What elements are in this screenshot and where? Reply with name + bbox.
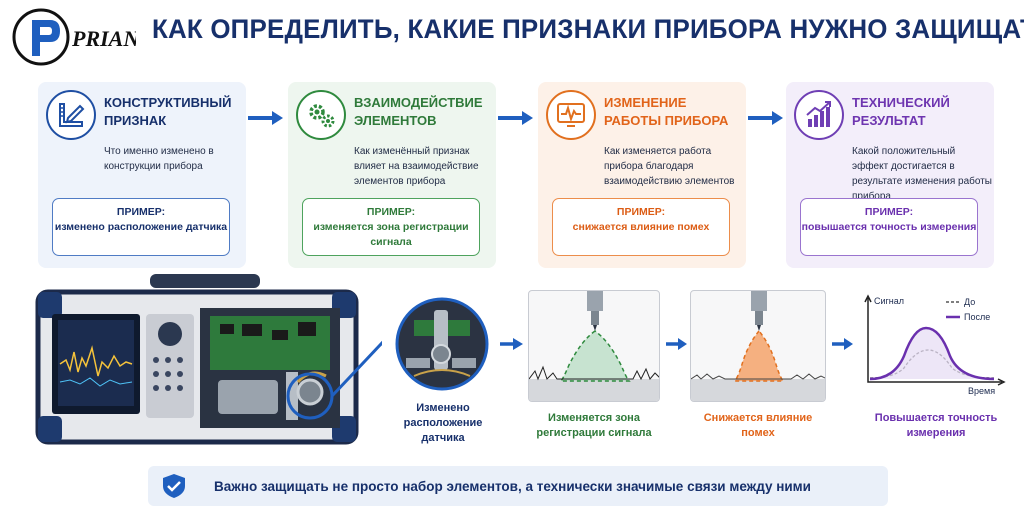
- example-label: ПРИМЕР:: [864, 206, 914, 218]
- example-label: ПРИМЕР:: [366, 206, 416, 218]
- example-label: ПРИМЕР:: [616, 206, 666, 218]
- arrow-right-icon: [748, 111, 783, 125]
- caption-accuracy: Повышается точность измерения: [874, 412, 998, 439]
- y-axis-label: Сигнал: [874, 296, 904, 306]
- ruler-pencil-icon: [46, 90, 96, 140]
- caption-sensor-position: Изменено расположение датчика: [403, 402, 483, 444]
- caption-signal-zone: Изменяется зона регистрации сигнала: [536, 412, 652, 439]
- shield-check-icon: [163, 474, 185, 498]
- step-card-operation-change: ИЗМЕНЕНИЕ РАБОТЫ ПРИБОРА Как изменяется …: [538, 82, 746, 268]
- growth-chart-icon: [794, 90, 844, 140]
- example-text: изменено расположение датчика: [54, 221, 228, 233]
- step-description: Как изменяется работа прибора благодаря …: [604, 146, 735, 187]
- example-text: повышается точность измерения: [801, 221, 977, 233]
- arrow-right-icon: [832, 338, 853, 350]
- example-label: ПРИМЕР:: [116, 206, 166, 218]
- step-description: Как изменённый признак влияет на взаимод…: [354, 146, 479, 187]
- footer-note: Важно защищать не просто набор элементов…: [148, 466, 888, 506]
- arrow-right-icon: [500, 338, 523, 350]
- example-text: снижается влияние помех: [572, 221, 710, 233]
- sensor-closeup-image: [395, 297, 489, 391]
- step-title: ТЕХНИЧЕСКИЙ РЕЗУЛЬТАТ: [852, 95, 950, 128]
- example-box: ПРИМЕР: повышается точность измерения: [800, 198, 978, 256]
- pulse-monitor-icon: [546, 90, 596, 140]
- arrow-right-icon: [248, 111, 283, 125]
- logo-text: PRIAN: [71, 26, 136, 51]
- logo: PRIAN: [10, 6, 140, 68]
- device-illustration: [35, 274, 382, 445]
- step-description: Какой положительный эффект достигается в…: [852, 146, 992, 202]
- signal-comparison-graph: Сигнал Время До После: [864, 294, 1006, 396]
- page-title: КАК ОПРЕДЕЛИТЬ, КАКИЕ ПРИЗНАКИ ПРИБОРА Н…: [152, 14, 1024, 44]
- example-text: изменяется зона регистрации сигнала: [313, 221, 469, 248]
- step-title: ИЗМЕНЕНИЕ РАБОТЫ ПРИБОРА: [604, 95, 729, 128]
- step-description: Что именно изменено в конструкции прибор…: [104, 146, 214, 172]
- arrow-right-icon: [666, 338, 687, 350]
- step-card-technical-result: ТЕХНИЧЕСКИЙ РЕЗУЛЬТАТ Какой положительны…: [786, 82, 994, 268]
- legend-before: До: [964, 297, 975, 307]
- gears-icon: [296, 90, 346, 140]
- x-axis-label: Время: [968, 386, 995, 396]
- caption-noise-reduction: Снижается влияние помех: [703, 412, 813, 439]
- step-card-interaction: ВЗАИМОДЕЙСТВИЕ ЭЛЕМЕНТОВ Как изменённый …: [288, 82, 496, 268]
- example-box: ПРИМЕР: изменяется зона регистрации сигн…: [302, 198, 480, 256]
- legend-after: После: [964, 312, 990, 322]
- arrow-right-icon: [498, 111, 533, 125]
- footer-text: Важно защищать не просто набор элементов…: [214, 478, 811, 494]
- example-box: ПРИМЕР: снижается влияние помех: [552, 198, 730, 256]
- signal-zone-panel: [528, 290, 660, 402]
- step-title: ВЗАИМОДЕЙСТВИЕ ЭЛЕМЕНТОВ: [354, 95, 483, 128]
- step-card-constructive: КОНСТРУКТИВНЫЙ ПРИЗНАК Что именно измене…: [38, 82, 246, 268]
- step-title: КОНСТРУКТИВНЫЙ ПРИЗНАК: [104, 95, 232, 128]
- noise-reduction-panel: [690, 290, 826, 402]
- example-box: ПРИМЕР: изменено расположение датчика: [52, 198, 230, 256]
